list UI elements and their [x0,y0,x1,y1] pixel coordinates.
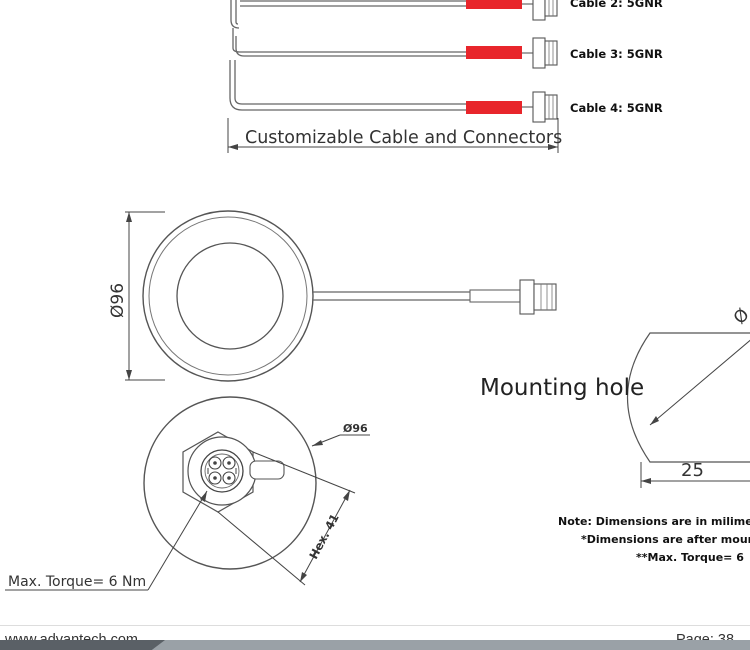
technical-drawing: Cable 2: 5GNR Cable 3: 5GNR Cable 4: 5GN… [5,0,750,591]
note-line-2: *Dimensions are after mour [581,533,750,546]
cable-dimension-label: Customizable Cable and Connectors [245,128,562,148]
footer-divider [0,625,750,626]
footer-bar [0,640,750,650]
footer-bar-accent [0,640,165,650]
cable-3: Cable 3: 5GNR [240,37,663,69]
cable-sleeve [466,101,522,114]
torque-leader [5,490,208,591]
mounting-hole-label: Mounting hole [480,375,644,401]
connector [532,37,546,69]
hex-dimension [217,451,356,586]
side-diameter-label: Ø96 [108,283,128,318]
cable-3-label: Cable 3: 5GNR [570,47,663,61]
cable-sleeve [466,46,522,59]
cable-4-label: Cable 4: 5GNR [570,101,663,115]
connector [519,279,535,315]
bottom-diameter-label: Ø96 [343,422,368,435]
cable-sleeve [466,0,522,9]
side-view: Ø96 [108,210,557,382]
cable-2: Cable 2: 5GNR [240,0,663,21]
note-line-1: Note: Dimensions are in milime [558,515,750,528]
torque-label: Max. Torque= 6 Nm [8,574,146,590]
bottom-diameter-leader [311,434,370,447]
connector [532,0,546,21]
cable-4: Cable 4: 5GNR [242,91,663,123]
cable-routing [229,0,245,111]
bottom-view [143,396,317,570]
mounting-hole-width-label: 25 [681,460,704,481]
hex-label: Hex. 41 [306,511,341,561]
cable-dimension [227,118,559,153]
connector [532,91,546,123]
note-line-3: **Max. Torque= 6 [636,551,744,564]
mounting-hole-diameter-label: Ø [730,305,750,328]
notes: Note: Dimensions are in milime *Dimensio… [558,515,750,564]
mounting-hole: Ø 25 [627,305,750,488]
cable-2-label: Cable 2: 5GNR [570,0,663,10]
